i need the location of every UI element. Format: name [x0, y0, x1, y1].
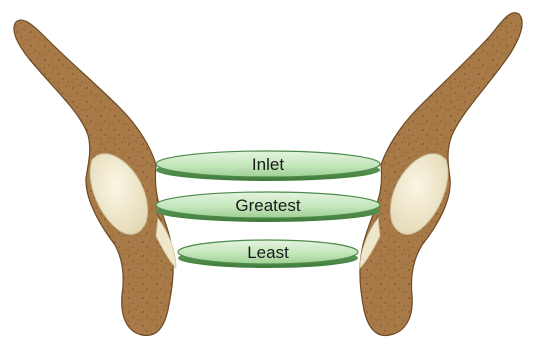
- greatest-plane: Greatest: [156, 192, 380, 222]
- least-label: Least: [247, 243, 289, 262]
- inlet-label: Inlet: [252, 155, 284, 174]
- inlet-plane: Inlet: [156, 151, 380, 181]
- greatest-label: Greatest: [235, 196, 300, 215]
- least-plane: Least: [178, 240, 358, 268]
